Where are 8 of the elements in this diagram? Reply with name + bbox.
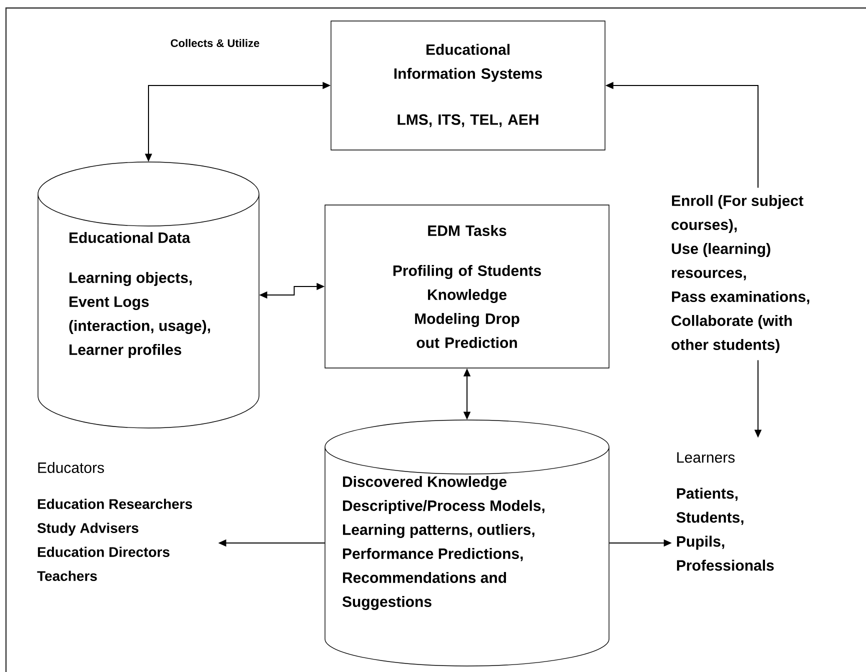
database-cylinder: Discovered Knowledge Descriptive/Process Models, Learning patterns, outliers, Performance Predictions, Recommendations and Suggestions <box>324 420 610 666</box>
activity-text: Enroll (For subject courses), Use (learning) resources, Pass examinations, Collaborate (with other students) <box>672 195 810 353</box>
task-box: EDM Tasks Profiling of Students Knowledge Modeling Drop out Prediction <box>324 204 610 368</box>
role-group: Learners Patients, Students, Pupils, Professionals <box>676 452 774 571</box>
system-box: Educational Information Systems LMS, ITS, TEL, AEH <box>330 20 606 150</box>
role-group: Educators Education Researchers Study Advisers Education Directors Teachers <box>37 462 192 581</box>
edge-label: Collects & Utilize <box>169 38 261 48</box>
database-cylinder: Educational Data Learning objects, Event Logs (interaction, usage), Learner profiles <box>38 162 260 428</box>
